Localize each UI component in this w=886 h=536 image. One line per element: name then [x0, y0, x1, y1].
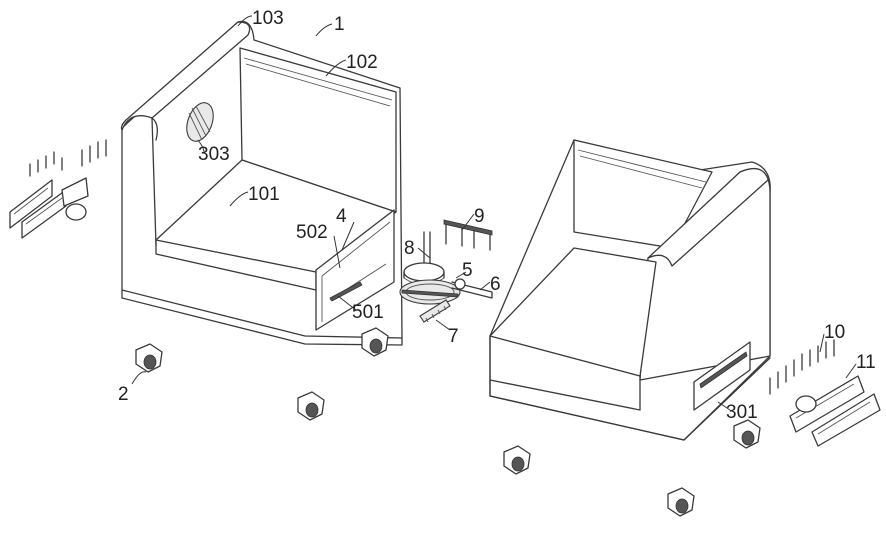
left-armrest-top [120, 21, 251, 131]
label-8: 8 [404, 238, 415, 259]
left-vent-grille [186, 102, 214, 142]
caster-wheel-6 [667, 487, 695, 517]
label-502: 502 [296, 222, 328, 243]
right-hinge [795, 395, 817, 413]
label-103: 103 [252, 8, 284, 29]
right-backrest-edge [577, 149, 707, 189]
large-gear [399, 279, 461, 305]
left-drawer-opening [315, 209, 395, 331]
right-frame-outer [789, 375, 865, 433]
right-frame-inner [811, 393, 881, 447]
label-501: 501 [352, 302, 384, 323]
label-11: 11 [856, 352, 876, 373]
caster-wheel-3 [361, 327, 389, 357]
shaft-collar [454, 278, 466, 290]
label-303: 303 [198, 144, 230, 165]
right-armrest [639, 167, 771, 381]
gear-rack [419, 299, 451, 323]
right-drawer-rail [699, 351, 748, 389]
label-9: 9 [474, 206, 485, 227]
caster-wheel-5 [733, 419, 761, 449]
left-backrest-edge [243, 57, 393, 107]
leader-lines [131, 15, 857, 411]
caster-wheel-2 [297, 391, 325, 421]
left-side-panel-assembly [9, 139, 107, 239]
label-101: 101 [248, 184, 280, 205]
label-102: 102 [346, 52, 378, 73]
pins [769, 339, 835, 395]
right-seat-front [489, 335, 641, 411]
label-10: 10 [824, 322, 845, 343]
horizontal-shaft [451, 281, 493, 299]
right-sofa-unit [489, 139, 771, 441]
left-sofa-base [121, 289, 403, 346]
right-armrest-roll [647, 179, 769, 267]
label-5: 5 [462, 260, 473, 281]
label-1: 1 [334, 14, 345, 35]
caster-wheel-4 [503, 445, 531, 475]
left-armrest-front [151, 117, 158, 246]
right-sofa-base [489, 357, 771, 441]
part-labels: 1 2 4 5 6 7 8 9 10 11 101 102 103 301 30… [118, 8, 876, 423]
bracket-bar [443, 219, 493, 236]
gear-mechanism [399, 219, 493, 323]
label-2: 2 [118, 384, 129, 405]
gear-rack-teeth [425, 305, 447, 323]
label-6: 6 [490, 274, 501, 295]
label-301: 301 [726, 402, 758, 423]
caster-wheel-1 [135, 343, 163, 373]
label-4: 4 [336, 206, 347, 227]
label-7: 7 [448, 326, 459, 347]
right-side-panel-assembly [769, 339, 881, 447]
right-seat [489, 247, 657, 377]
